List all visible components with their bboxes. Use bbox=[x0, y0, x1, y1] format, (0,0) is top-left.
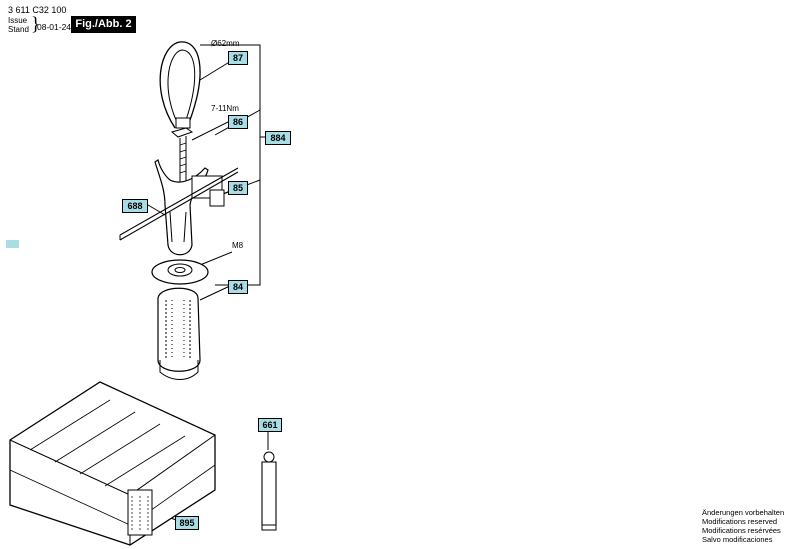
carrying-case bbox=[9, 381, 216, 546]
spec-thread: M8 bbox=[232, 241, 244, 250]
part-label-87: 87 bbox=[228, 51, 248, 65]
modifications-notice: Änderungen vorbehalten Modifications res… bbox=[702, 508, 784, 544]
spec-diameter: Ø62mm bbox=[211, 39, 240, 48]
side-marker bbox=[6, 240, 19, 248]
issue-date: 08-01-24 bbox=[37, 22, 72, 32]
part-label-661: 661 bbox=[258, 418, 282, 432]
leader-84 bbox=[199, 284, 233, 301]
issue-stand-labels: Issue Stand bbox=[8, 16, 29, 34]
spec-torque: 7-11Nm bbox=[211, 104, 239, 113]
notice-de: Änderungen vorbehalten bbox=[702, 508, 785, 517]
grease-tube bbox=[261, 461, 277, 526]
brace-glyph: } bbox=[31, 14, 41, 35]
notice-es: Salvo modificaciones bbox=[702, 535, 773, 544]
leader-m8 bbox=[199, 251, 233, 266]
grip-body bbox=[157, 287, 201, 372]
notice-en: Modifications reserved bbox=[702, 517, 778, 526]
part-label-688: 688 bbox=[122, 199, 148, 213]
document-number: 3 611 C32 100 bbox=[8, 5, 67, 15]
figure-title: Fig./Abb. 2 bbox=[71, 16, 136, 33]
part-label-895: 895 bbox=[175, 516, 199, 530]
clamp-block bbox=[170, 127, 194, 138]
handle-body bbox=[154, 159, 209, 256]
issue-label: Issue bbox=[8, 16, 28, 25]
stand-label: Stand bbox=[8, 25, 29, 34]
part-label-884: 884 bbox=[265, 131, 291, 145]
part-label-86: 86 bbox=[228, 115, 248, 129]
group-bracket bbox=[200, 44, 261, 286]
notice-fr: Modifications resérvées bbox=[702, 526, 781, 535]
leader-688 bbox=[147, 204, 166, 216]
strap-band bbox=[159, 41, 201, 129]
depth-rod bbox=[119, 167, 239, 241]
part-label-85: 85 bbox=[228, 181, 248, 195]
part-label-84: 84 bbox=[228, 280, 248, 294]
